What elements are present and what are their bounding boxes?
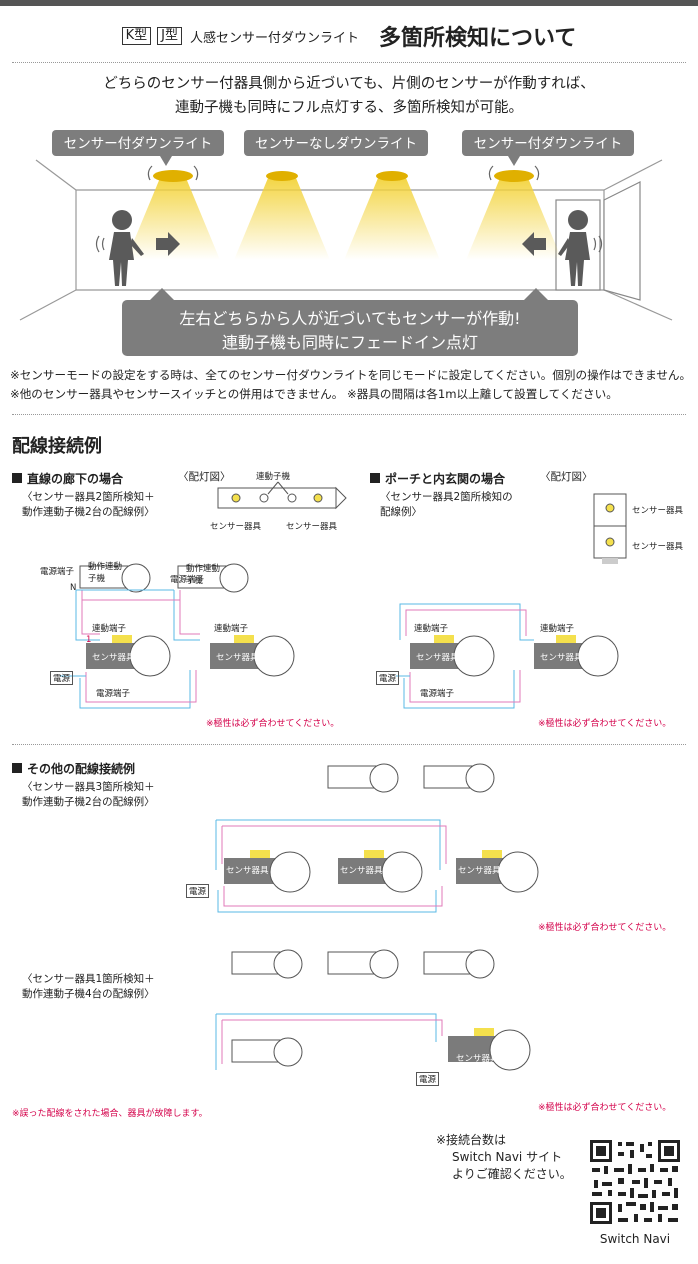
banner-line-1: 左右どちらから人が近づいてもセンサーが作動! bbox=[179, 309, 520, 328]
child-unit-1 bbox=[79, 563, 151, 593]
corridor-caption: 〈センサー器具2箇所検知＋ 動作連動子機2台の配線例〉 bbox=[22, 491, 155, 518]
sensor-unit-label: センサ器具 bbox=[456, 1054, 499, 1064]
porch-caption: 〈センサー器具2箇所検知の 配線例〉 bbox=[380, 491, 513, 518]
sensor-unit-2 bbox=[210, 635, 295, 677]
legend-sensor-right: センサー器具 bbox=[286, 522, 338, 532]
sensor-unit-label: センサ器具 bbox=[458, 866, 501, 876]
porch-layout-label: 〈配灯図〉 bbox=[540, 471, 593, 483]
sensor-unit-label: センサ器具 bbox=[540, 653, 583, 663]
type-j-badge: J型 bbox=[157, 27, 182, 45]
label-text-left: センサー付ダウンライト bbox=[64, 136, 213, 152]
sensor-unit-label: センサ器具 bbox=[92, 653, 135, 663]
result-banner bbox=[122, 288, 578, 356]
type-k-badge: K型 bbox=[121, 27, 152, 45]
intro-text: どちらのセンサー付器具側から近づいても、片側のセンサーが作動すれば、 連動子機も… bbox=[0, 72, 698, 120]
person-right-icon bbox=[558, 210, 590, 286]
intro-line-2: 連動子機も同時にフル点灯する、多箇所検知が可能。 bbox=[175, 100, 523, 116]
intro-line-1: どちらのセンサー付器具側から近づいても、片側のセンサーが作動すれば、 bbox=[103, 76, 595, 92]
label-text-right: センサー付ダウンライト bbox=[474, 136, 623, 152]
label-text-center: センサーなしダウンライト bbox=[255, 136, 417, 152]
sensor-downlight-right bbox=[494, 170, 534, 182]
banner-line-2: 連動子機も同時にフェードイン点灯 bbox=[222, 333, 478, 352]
note-2: ※他のセンサー器具やセンサースイッチとの併用はできません。 ※器具の間隔は各1m… bbox=[10, 387, 618, 401]
porch-layout-diagram bbox=[593, 493, 627, 564]
downlight-1 bbox=[266, 171, 298, 181]
power-label: 電源 bbox=[50, 671, 74, 685]
corridor-porch-wiring-diagrams bbox=[60, 563, 619, 709]
divider bbox=[12, 744, 686, 745]
wiring-diagram-3-sensors bbox=[215, 763, 539, 913]
notes: ※センサーモードの設定をする時は、全てのセンサー付ダウンライトを同じモードに設定… bbox=[10, 366, 694, 404]
power-terminal-label: 電源端子 bbox=[96, 689, 131, 699]
product-subtitle: 人感センサー付ダウンライト bbox=[190, 30, 360, 46]
sensor-unit-1 bbox=[86, 635, 171, 677]
corridor-layout-diagram bbox=[217, 481, 347, 510]
child-unit-2 bbox=[177, 563, 249, 593]
sensor-unit-label: センサ器具 bbox=[226, 866, 269, 876]
page-title: 多箇所検知について bbox=[379, 26, 577, 51]
top-bar bbox=[0, 0, 698, 6]
polarity-note: ※極性は必ず合わせてください。 bbox=[206, 719, 340, 729]
link-terminal-label: 連動端子 bbox=[540, 624, 575, 634]
link-terminal-label: 連動端子 bbox=[92, 624, 127, 634]
link-terminal-label: 連動端子 bbox=[214, 624, 249, 634]
polarity-note: ※極性は必ず合わせてください。 bbox=[538, 923, 672, 933]
porch-sensor-unit-2 bbox=[534, 635, 619, 677]
divider bbox=[12, 414, 686, 415]
page-header: K型 J型 人感センサー付ダウンライト 多箇所検知について bbox=[0, 14, 698, 58]
label-sensor-downlight-right bbox=[462, 130, 634, 166]
power-terminal-label: 電源端子 bbox=[40, 567, 75, 577]
one-label: 1 bbox=[86, 635, 92, 645]
power-label: 電源 bbox=[376, 671, 400, 685]
qr-label: Switch Navi bbox=[599, 1232, 671, 1246]
power-label: 電源 bbox=[186, 884, 210, 898]
legend-sensor-top: センサー器具 bbox=[632, 506, 684, 516]
corridor-illustration: センサー付ダウンライト センサーなしダウンライト センサー付ダウンライト 左右ど… bbox=[19, 130, 673, 356]
wiring-section-title: 配線接続例 bbox=[12, 436, 102, 457]
child-unit-label: 動作連動子機 bbox=[186, 564, 221, 586]
n-label: N bbox=[70, 583, 77, 593]
divider bbox=[12, 62, 686, 63]
legend-child-unit: 連動子機 bbox=[256, 472, 291, 482]
downlight-2 bbox=[376, 171, 408, 181]
legend-sensor-bottom: センサー器具 bbox=[632, 542, 684, 552]
porch-sensor-unit-1 bbox=[410, 635, 495, 677]
child-unit-label: 動作連動子機 bbox=[88, 562, 123, 584]
wiring-diagram-1-sensor bbox=[215, 949, 531, 1071]
other-wiring-title: その他の配線接続例 bbox=[12, 760, 135, 777]
label-sensor-downlight-left bbox=[52, 130, 224, 166]
link-terminal-label: 連動端子 bbox=[414, 624, 449, 634]
sensor-downlight-left bbox=[153, 170, 193, 182]
porch-title: ポーチと内玄関の場合 bbox=[370, 470, 505, 487]
polarity-note: ※極性は必ず合わせてください。 bbox=[538, 1103, 672, 1113]
power-terminal-label: 電源端子 bbox=[420, 689, 455, 699]
sensor-unit-label: センサ器具 bbox=[416, 653, 459, 663]
corridor-layout-label: 〈配灯図〉 bbox=[178, 471, 231, 483]
error-note: ※誤った配線をされた場合、器具が故障します。 bbox=[12, 1109, 208, 1119]
other-caption-a: 〈センサー器具3箇所検知＋ 動作連動子機2台の配線例〉 bbox=[22, 781, 155, 808]
connection-count-note: ※接続台数は Switch Navi サイト よりご確認ください。 bbox=[436, 1133, 572, 1181]
note-1: ※センサーモードの設定をする時は、全てのセンサー付ダウンライトを同じモードに設定… bbox=[10, 368, 692, 382]
sensor-unit-label: センサ器具 bbox=[216, 653, 259, 663]
corridor-edge bbox=[35, 159, 77, 191]
other-caption-b: 〈センサー器具1箇所検知＋ 動作連動子機4台の配線例〉 bbox=[22, 973, 155, 1000]
power-label: 電源 bbox=[416, 1072, 440, 1086]
arrow-right-icon bbox=[156, 232, 180, 256]
label-downlight-no-sensor bbox=[244, 130, 428, 156]
corridor-title: 直線の廊下の場合 bbox=[12, 470, 123, 487]
person-left-icon bbox=[109, 210, 144, 286]
sensor-unit-label: センサ器具 bbox=[340, 866, 383, 876]
power-terminal-label: 電源端子 bbox=[170, 575, 205, 585]
arrow-left-icon bbox=[522, 232, 546, 256]
polarity-note: ※極性は必ず合わせてください。 bbox=[538, 719, 672, 729]
qr-code-icon[interactable] bbox=[588, 1138, 682, 1226]
legend-sensor-left: センサー器具 bbox=[210, 522, 262, 532]
